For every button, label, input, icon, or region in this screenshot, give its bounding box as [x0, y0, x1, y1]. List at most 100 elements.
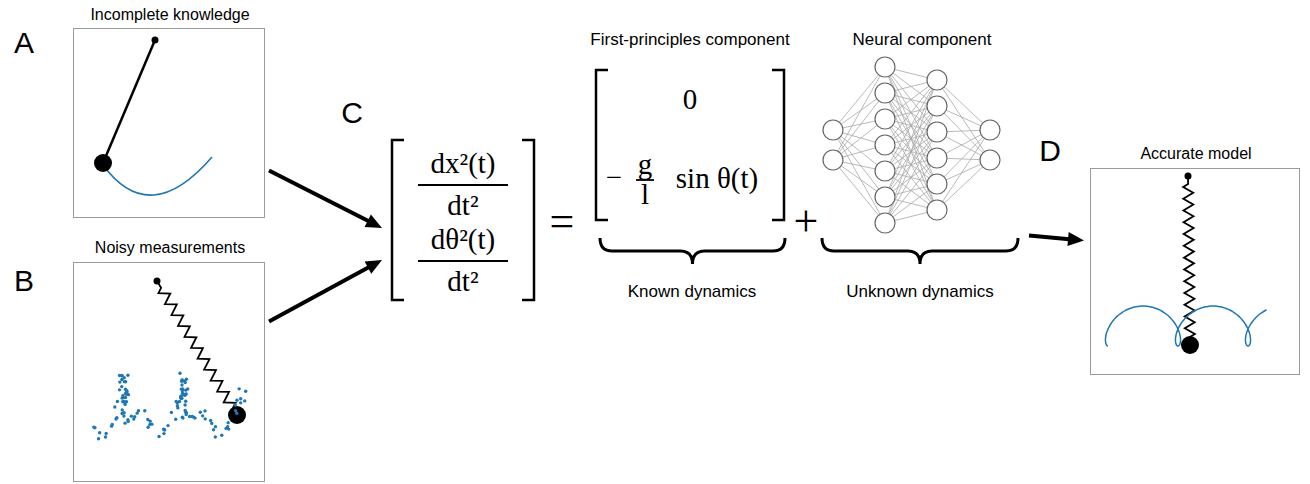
measurement-dot — [212, 428, 215, 431]
measurement-dot — [243, 399, 246, 402]
measurement-dot — [220, 434, 223, 437]
vector-bracket — [772, 70, 784, 220]
measurement-dot — [124, 380, 127, 383]
measurement-dot — [120, 385, 123, 388]
panel-letter: A — [14, 26, 34, 59]
measurement-dot — [214, 425, 217, 428]
fraction-bar — [418, 260, 508, 262]
neuron — [980, 120, 1000, 140]
measurement-dot — [239, 401, 242, 404]
measurement-dot — [184, 400, 187, 403]
measurement-dot — [123, 376, 126, 379]
neuron — [875, 57, 895, 77]
neural-network: Neural component — [820, 28, 1025, 242]
panel-letter: C — [341, 96, 363, 129]
equation-term: sin θ(t) — [676, 163, 758, 195]
physics-vector: First-principles component0−glsin θ(t) — [582, 28, 797, 228]
measurement-dot — [185, 392, 188, 395]
measurement-dot — [214, 435, 217, 438]
measurement-dot — [97, 437, 100, 440]
measurement-dot — [143, 409, 146, 412]
measurement-dot — [133, 415, 136, 418]
spring — [157, 281, 237, 415]
measurement-dot — [115, 416, 118, 419]
measurement-dot — [123, 421, 126, 424]
measurement-dot — [122, 414, 125, 417]
measurement-dot — [118, 388, 121, 391]
measurement-dot — [199, 411, 202, 414]
measurement-dot — [127, 393, 130, 396]
measurement-dot — [234, 403, 237, 406]
measurement-dot — [118, 374, 121, 377]
measurement-dot — [126, 420, 129, 423]
measurement-dot — [146, 426, 149, 429]
vector-bracket — [392, 140, 404, 300]
pendulum-bob — [94, 154, 112, 172]
panel-letter: B — [14, 264, 34, 297]
measurement-dot — [239, 397, 242, 400]
measurement-dot — [237, 387, 240, 390]
neuron — [875, 213, 895, 233]
equation-term: dt² — [447, 266, 478, 298]
neuron — [980, 150, 1000, 170]
network-link — [937, 80, 990, 160]
panel-title: Accurate model — [1140, 145, 1251, 163]
equation-term: dθ²(t) — [431, 224, 495, 256]
measurement-dot — [181, 416, 184, 419]
vector-bracket — [596, 70, 608, 220]
pendulum-rod — [103, 40, 155, 163]
equation-term: g — [638, 149, 653, 181]
neuron — [875, 135, 895, 155]
network-link — [937, 130, 990, 210]
measurement-dot — [179, 395, 182, 398]
measurement-dot — [178, 400, 181, 403]
measurement-dot — [122, 400, 125, 403]
panel: Incomplete knowledge — [73, 28, 265, 218]
measurement-dot — [126, 374, 129, 377]
equation-term: dx²(t) — [430, 148, 495, 180]
measurement-dot — [203, 417, 206, 420]
measurement-dot — [210, 422, 213, 425]
measurement-dot — [92, 425, 95, 428]
neuron — [823, 150, 843, 170]
equation-term: 0 — [683, 84, 698, 116]
measurement-dot — [184, 413, 187, 416]
measurement-dot — [174, 417, 177, 420]
curly-brace — [600, 238, 785, 264]
neuron — [823, 120, 843, 140]
panel-letter: D — [1039, 134, 1061, 167]
measurement-dot — [190, 415, 193, 418]
panel: Accurate model — [1090, 168, 1300, 375]
measurement-dot — [183, 403, 186, 406]
operator: = — [550, 198, 575, 246]
operator: + — [794, 198, 819, 246]
measurement-dot — [244, 390, 247, 393]
fraction-bar — [418, 184, 508, 186]
measurement-dot — [181, 416, 184, 419]
measurement-dot — [181, 387, 184, 390]
state-vector: dx²(t)dt²dθ²(t)dt² — [388, 140, 538, 300]
neuron — [927, 122, 947, 142]
measurement-dot — [180, 383, 183, 386]
measurement-dot — [176, 404, 179, 407]
measurement-dot — [235, 399, 238, 402]
arrowhead — [365, 260, 382, 274]
arrowhead — [1067, 232, 1084, 246]
measurement-dot — [121, 408, 124, 411]
brace-label: Known dynamics — [628, 283, 757, 302]
curly-brace — [822, 238, 1018, 264]
measurement-dot — [148, 419, 151, 422]
measurement-dot — [201, 414, 204, 417]
measurement-dot — [162, 428, 165, 431]
measurement-dot — [162, 428, 165, 431]
measurement-dot — [181, 378, 184, 381]
component-heading: Neural component — [853, 31, 992, 50]
measurement-dot — [130, 414, 133, 417]
equation-term: − — [606, 162, 622, 194]
measurement-dot — [184, 381, 187, 384]
measurement-dot — [116, 400, 119, 403]
measurement-dot — [166, 424, 169, 427]
neuron — [875, 187, 895, 207]
measurement-dot — [234, 409, 237, 412]
measurement-dot — [137, 409, 140, 412]
